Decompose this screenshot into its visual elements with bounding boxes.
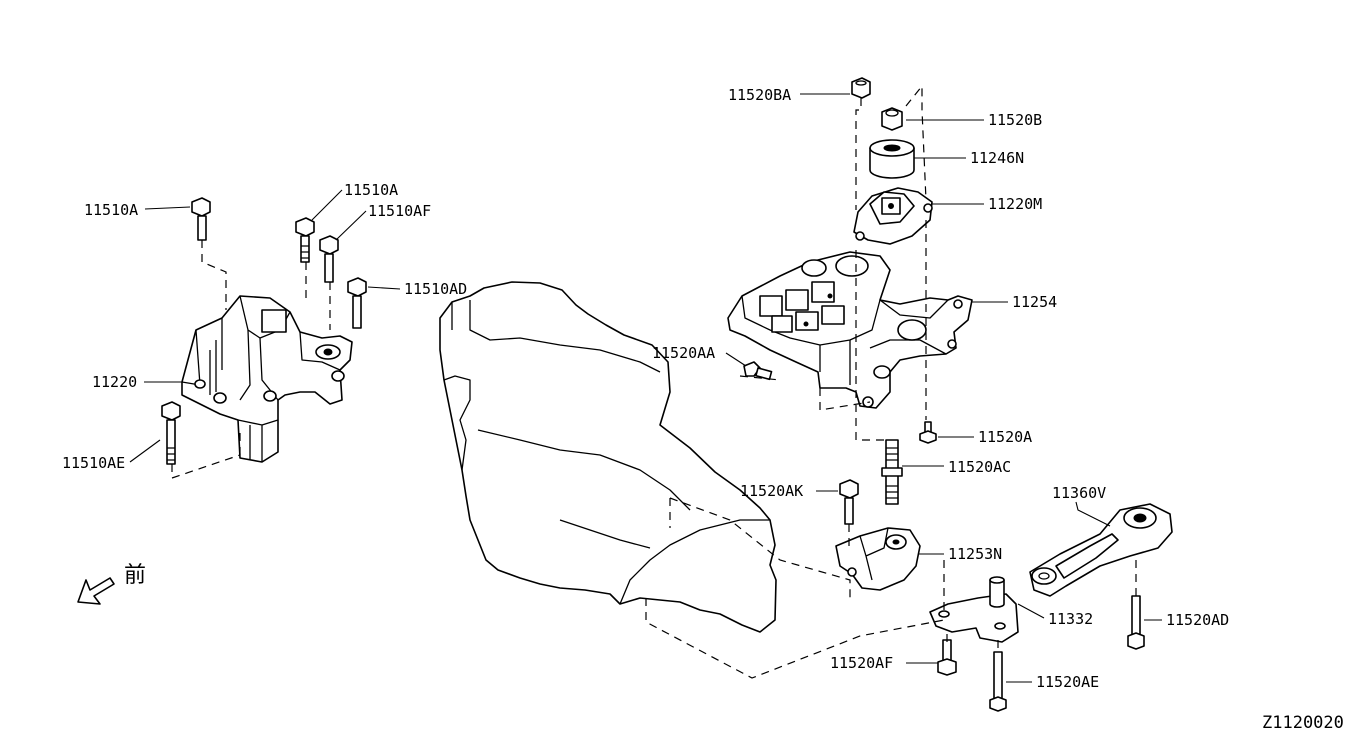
bolt-11510af (319, 235, 339, 283)
label-11510ae: 11510AE (62, 454, 125, 472)
bolt-11520ak (839, 479, 859, 525)
bolt-11520a (919, 421, 937, 444)
label-11254: 11254 (1012, 293, 1057, 311)
stud-11520ac (881, 439, 903, 505)
nut-11520b (881, 107, 903, 131)
label-11520ac: 11520AC (948, 458, 1011, 476)
label-11520aa: 11520AA (652, 344, 715, 362)
dashed-guide-upper (739, 84, 927, 441)
bracket-11332 (929, 576, 1019, 643)
label-11510a-left: 11510A (84, 201, 138, 219)
torque-rod-11360v (1029, 503, 1173, 597)
label-11520ad: 11520AD (1166, 611, 1229, 629)
label-11520ak: 11520AK (740, 482, 803, 500)
bolt-11520af (937, 639, 957, 676)
label-11520af: 11520AF (830, 654, 893, 672)
label-11220: 11220 (92, 373, 137, 391)
label-11510af: 11510AF (368, 202, 431, 220)
nut-11520ba (851, 77, 871, 99)
bolt-11510ae (161, 401, 181, 465)
insulator-11220m (853, 187, 933, 245)
label-11332: 11332 (1048, 610, 1093, 628)
diagram-id: Z1120020 (1262, 713, 1344, 733)
bracket-11253n (835, 527, 921, 591)
leader-lines (129, 93, 1162, 683)
bolt-11520ad (1127, 595, 1145, 650)
engine-mount-bracket-11220 (181, 295, 353, 463)
label-11510ad: 11510AD (404, 280, 467, 298)
label-11520ae: 11520AE (1036, 673, 1099, 691)
label-11360v: 11360V (1052, 484, 1106, 502)
dashed-guide-lower (645, 497, 1137, 679)
engine-block (439, 281, 777, 633)
bolt-11510a-top (295, 217, 315, 263)
bolt-11510ad (347, 277, 367, 329)
label-11246n: 11246N (970, 149, 1024, 167)
bolt-11510a-left (191, 197, 211, 241)
bracket-11254 (727, 251, 973, 409)
front-direction-arrow-icon (77, 577, 115, 605)
dashed-guide-left (171, 240, 331, 479)
label-11520a: 11520A (978, 428, 1032, 446)
label-11220m: 11220M (988, 195, 1042, 213)
bolt-11520ae (989, 651, 1007, 712)
label-11253n: 11253N (948, 545, 1002, 563)
bushing-11246n (869, 139, 915, 179)
label-11510a-top: 11510A (344, 181, 398, 199)
front-marker-label: 前 (124, 563, 146, 588)
label-11520b: 11520B (988, 111, 1042, 129)
bolt-11520aa (743, 361, 773, 381)
label-11520ba: 11520BA (728, 86, 791, 104)
